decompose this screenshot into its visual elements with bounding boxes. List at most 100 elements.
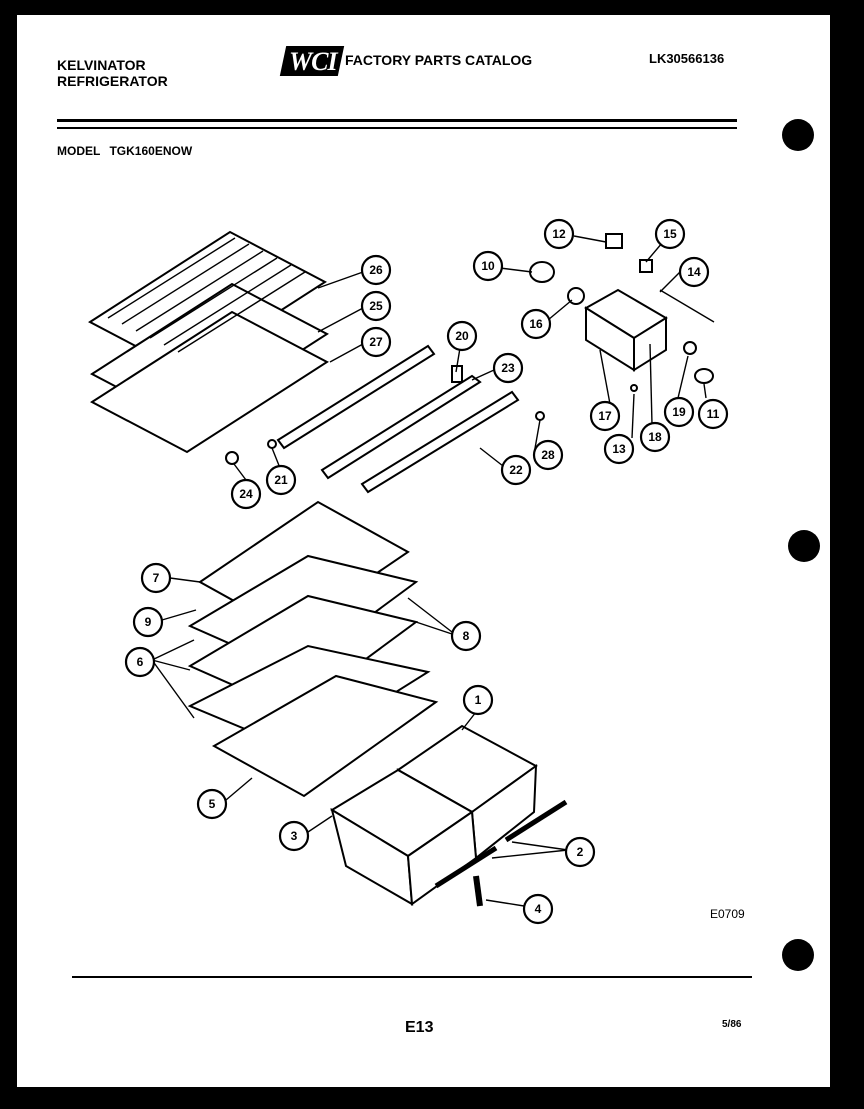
svg-text:2: 2 [577,845,584,859]
svg-text:22: 22 [509,463,523,477]
figure-code: E0709 [710,907,745,921]
drawer-slide-2a [504,799,568,843]
model-number: TGK160ENOW [109,144,193,158]
svg-text:26: 26 [369,263,383,277]
callout-20: 20 [446,320,478,352]
revision-date: 5/86 [722,1019,742,1030]
svg-text:25: 25 [369,299,383,313]
shelf-rail-left [276,344,436,450]
page-number: E13 [405,1019,434,1036]
crisper-shelf-5 [211,674,439,798]
screw-28 [535,411,545,421]
callout-7: 7 [140,562,172,594]
callout-27: 27 [360,326,392,358]
svg-text:24: 24 [239,487,253,501]
svg-text:18: 18 [648,430,662,444]
callout-16: 16 [520,308,552,340]
catalog-number: LK30566136 [649,51,725,66]
svg-text:6: 6 [137,655,144,669]
crisper-drawers [330,724,568,907]
callout-11: 11 [697,398,729,430]
capillary-tube [659,289,715,323]
svg-text:21: 21 [274,473,288,487]
binder-hole-top [782,119,814,151]
callout-5: 5 [196,788,228,820]
callout-19: 19 [663,396,695,428]
model-label: MODEL [57,144,101,158]
crisper-cover-assembly [88,230,329,454]
svg-text:4: 4 [535,902,542,916]
svg-text:10: 10 [481,259,495,273]
svg-text:17: 17 [598,409,612,423]
callout-leaders [151,235,707,907]
product-type: REFRIGERATOR [57,73,168,89]
control-knob [605,233,623,249]
callout-1: 1 [462,684,494,716]
callout-21: 21 [265,464,297,496]
callout-26: 26 [360,254,392,286]
header-rule-thin [57,127,737,129]
svg-text:12: 12 [552,227,566,241]
catalog-page: KELVINATOR REFRIGERATOR WCI FACTORY PART… [17,15,830,1087]
svg-text:13: 13 [612,442,626,456]
callout-28: 28 [532,439,564,471]
wci-logo-text: WCI [289,47,338,76]
svg-text:7: 7 [153,571,160,585]
svg-text:3: 3 [291,829,298,843]
svg-text:11: 11 [707,407,720,421]
fastener-24 [225,451,239,465]
callout-22: 22 [500,454,532,486]
model-line: MODEL TGK160ENOW [57,144,192,158]
svg-text:5: 5 [209,797,216,811]
lamp-shield [694,368,714,384]
thermostat-clip [683,341,697,355]
callout-2: 2 [564,836,596,868]
shelf-rails [276,344,520,494]
callout-6: 6 [124,646,156,678]
binder-hole-bottom [782,939,814,971]
callout-3: 3 [278,820,310,852]
header-rule-thick [57,119,737,122]
callout-12: 12 [543,218,575,250]
svg-text:28: 28 [541,448,555,462]
svg-text:19: 19 [672,405,686,419]
svg-text:23: 23 [501,361,515,375]
svg-text:15: 15 [663,227,677,241]
catalog-title: FACTORY PARTS CATALOG [345,52,533,68]
callout-8: 8 [450,620,482,652]
callout-15: 15 [654,218,686,250]
callout-10: 10 [472,250,504,282]
callout-14: 14 [678,256,710,288]
callout-24: 24 [230,478,262,510]
shelf-support-bracket [320,374,482,480]
drawer-slide-2b [434,845,498,889]
shelf-stack [187,500,439,798]
svg-text:16: 16 [529,317,543,331]
callout-18: 18 [639,421,671,453]
callout-23: 23 [492,352,524,384]
light-bulb [529,261,555,283]
drawer-stop-4 [473,875,483,907]
svg-text:8: 8 [463,629,470,643]
callout-17: 17 [589,400,621,432]
shelf-rail-right [360,390,520,494]
light-control-assembly [529,233,715,392]
brand-block: KELVINATOR REFRIGERATOR [57,57,168,89]
svg-text:9: 9 [145,615,152,629]
callout-4: 4 [522,893,554,925]
svg-text:20: 20 [455,329,469,343]
svg-text:14: 14 [687,265,701,279]
fastener-21 [267,439,277,449]
callout-9: 9 [132,606,164,638]
footer-rule [72,976,752,978]
svg-text:1: 1 [475,693,482,707]
brand-name: KELVINATOR [57,57,146,73]
binder-hole-middle [788,530,820,562]
crisper-cover-glass [90,310,329,454]
screw-13 [630,384,638,392]
svg-text:27: 27 [369,335,383,349]
switch [639,259,653,273]
callout-25: 25 [360,290,392,322]
fasteners [225,411,545,465]
